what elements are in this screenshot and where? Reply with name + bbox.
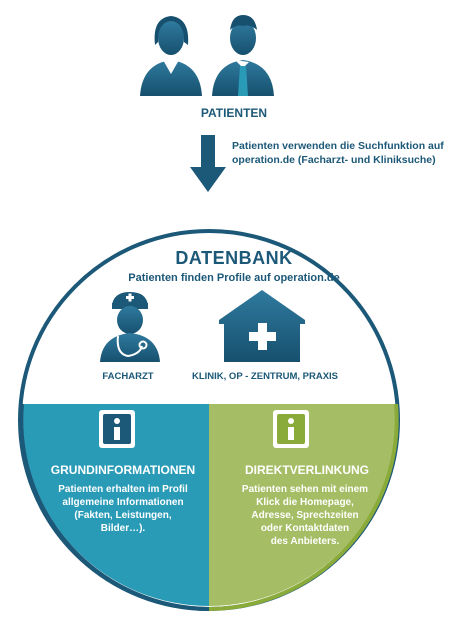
patients-label: PATIENTEN [200, 106, 268, 120]
grund-line: allgemeine Informationen [62, 497, 184, 508]
grundinformationen-title: GRUNDINFORMATIONEN [50, 463, 196, 477]
grund-line: Patienten erhalten im Profil [58, 484, 188, 495]
direkt-line: Adresse, Sprechzeiten [251, 510, 359, 521]
direktverlinkung-text: Patienten sehen mit einem Klick die Home… [222, 483, 388, 548]
arrow-note: Patienten verwenden die Suchfunktion auf… [232, 139, 468, 167]
klinik-label: KLINIK, OP - ZENTRUM, PRAXIS [191, 371, 339, 382]
database-subtitle: Patienten finden Profile auf operation.d… [128, 272, 340, 284]
down-arrow-icon [190, 135, 226, 192]
direkt-line: Patienten sehen mit einem [241, 484, 369, 495]
info-icon [99, 410, 135, 448]
direktverlinkung-title: DIREKTVERLINKUNG [244, 463, 369, 477]
database-circle [18, 229, 400, 611]
database-title: DATENBANK [175, 248, 293, 268]
woman-user-icon [140, 16, 202, 96]
grundinformationen-text: Patienten erhalten im Profil allgemeine … [40, 483, 206, 535]
info-icon [273, 410, 309, 448]
grund-line: Bilder…). [100, 523, 146, 534]
clinic-house-icon [219, 290, 305, 362]
arrow-note-line2: operation.de (Facharzt- und Kliniksuche) [232, 154, 436, 166]
facharzt-label: FACHARZT [102, 371, 154, 382]
man-user-icon [212, 15, 274, 96]
grund-line: (Fakten, Leistungen, [74, 510, 172, 521]
direkt-line: Klick die Homepage, [256, 497, 354, 508]
doctor-icon [100, 292, 160, 362]
direkt-line: des Anbieters. [270, 536, 340, 547]
arrow-note-line1: Patienten verwenden die Suchfunktion auf [232, 140, 444, 152]
direkt-line: oder Kontaktdaten [260, 523, 350, 534]
